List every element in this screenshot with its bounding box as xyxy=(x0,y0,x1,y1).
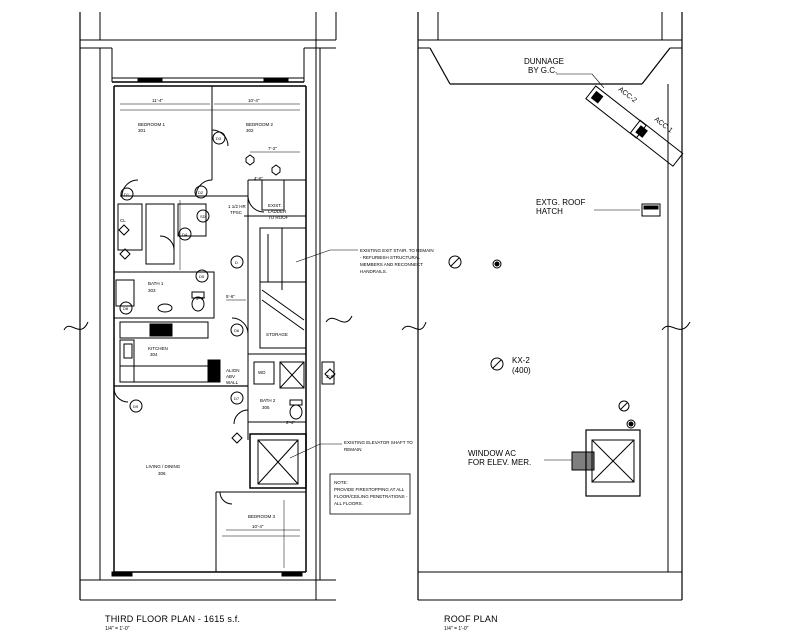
tag-7: D7 xyxy=(234,396,240,401)
roof-plan xyxy=(401,12,691,601)
room-bath2-label: BATH 2 xyxy=(260,398,276,403)
note-ladder-3: TO ROOF xyxy=(268,215,289,220)
room-bedroom3-label: BEDROOM 3 xyxy=(248,514,276,519)
room-kitchen-label: KITCHEN xyxy=(148,346,168,351)
tag-sd: SD xyxy=(200,214,206,219)
note-firestop-3: FLOOR/CEILING PENETRATIONS - xyxy=(334,494,408,499)
room-storage-label: STORAGE xyxy=(266,332,288,337)
roof-acc1-label: ACC-1 xyxy=(653,116,674,135)
dim-1: 11'-4" xyxy=(152,98,164,103)
note-firestop-2: PROVIDE FIRESTOPPING AT ALL xyxy=(334,487,405,492)
tag-1: D1 xyxy=(124,192,130,197)
tag-3: D3 xyxy=(216,136,222,141)
roof-hatch-1: EXTG. ROOF xyxy=(536,198,585,207)
tag-9: D9 xyxy=(133,404,139,409)
roof-acc2-label: ACC-2 xyxy=(617,86,638,105)
tag-8: D8 xyxy=(123,306,129,311)
note-firestop-4: ALL FLOORS. xyxy=(334,501,363,506)
room-bedroom1-number: 301 xyxy=(138,128,146,133)
note-abv-3: WALL xyxy=(226,380,239,385)
room-bath1-label: BATH 1 xyxy=(148,281,164,286)
note-elevator-2: REMAIN xyxy=(344,447,362,452)
tag-2: D2 xyxy=(198,190,204,195)
dim-4: 5'-6" xyxy=(226,294,235,299)
room-bedroom1-label: BEDROOM 1 xyxy=(138,122,166,127)
room-living-label: LIVING / DINING xyxy=(146,464,181,469)
room-kitchen-number: 304 xyxy=(150,352,158,357)
room-living-number: 306 xyxy=(158,471,166,476)
roof-kx-1: KX-2 xyxy=(512,356,530,365)
dim-5: 5'-6" xyxy=(196,296,205,301)
roof-plan-title: ROOF PLAN xyxy=(444,614,498,624)
roof-plan-scale: 1/4" = 1'-0" xyxy=(444,626,469,632)
note-elevator-1: EXISTING ELEVATOR SHAFT TO xyxy=(344,440,413,445)
third-floor-title: THIRD FLOOR PLAN - 1615 s.f. xyxy=(105,614,241,624)
dim-9: 3'-0" xyxy=(326,374,335,379)
roof-hatch-2: HATCH xyxy=(536,207,563,216)
dim-8: 10'-4" xyxy=(252,524,264,529)
dim-7: 2'-4" xyxy=(286,420,295,425)
room-bedroom2-label: BEDROOM 2 xyxy=(246,122,274,127)
note-tpsc-2: TPSC xyxy=(230,210,243,215)
note-stair-1: EXISTING EXIT STAIR. TO REMAIN xyxy=(360,248,434,253)
note-ladder-1: EXIST. xyxy=(268,203,282,208)
roof-window-ac-2: FOR ELEV. MER. xyxy=(468,458,531,467)
note-abv-1: ALIGN xyxy=(226,368,240,373)
note-stair-3: MEMBERS AND RECONNECT xyxy=(360,262,423,267)
tag-6: D6 xyxy=(234,328,240,333)
roof-dunnage-1: DUNNAGE xyxy=(524,57,564,66)
note-tpsc-1: 1 1/2 HR xyxy=(228,204,247,209)
note-stair-4: HANDRAILS. xyxy=(360,269,387,274)
note-abv-2: ABV xyxy=(226,374,235,379)
dim-6: 4'-6" xyxy=(254,176,263,181)
note-firestop-1: NOTE: xyxy=(334,480,348,485)
room-cl-label: CL xyxy=(120,218,126,223)
dim-3: 7'-2" xyxy=(268,146,277,151)
dim-2: 10'-4" xyxy=(248,98,260,103)
room-wd-label: WD xyxy=(258,370,266,375)
note-stair-2: - REFURBISH STRUCTURAL xyxy=(360,255,421,260)
tag-4: D4 xyxy=(182,232,188,237)
room-bedroom2-number: 302 xyxy=(246,128,254,133)
roof-kx-2: (400) xyxy=(512,366,531,375)
tag-5: D5 xyxy=(199,274,205,279)
roof-dunnage-2: BY G.C. xyxy=(528,66,557,75)
roof-window-ac-1: WINDOW AC xyxy=(468,449,516,458)
tag-d: D xyxy=(235,260,238,265)
third-floor-scale: 1/4" = 1'-0" xyxy=(105,626,130,632)
third-floor-plan xyxy=(63,12,411,601)
room-bath2-number: 305 xyxy=(262,405,270,410)
room-bath1-number: 303 xyxy=(148,288,156,293)
note-ladder-2: LADDER xyxy=(268,209,287,214)
